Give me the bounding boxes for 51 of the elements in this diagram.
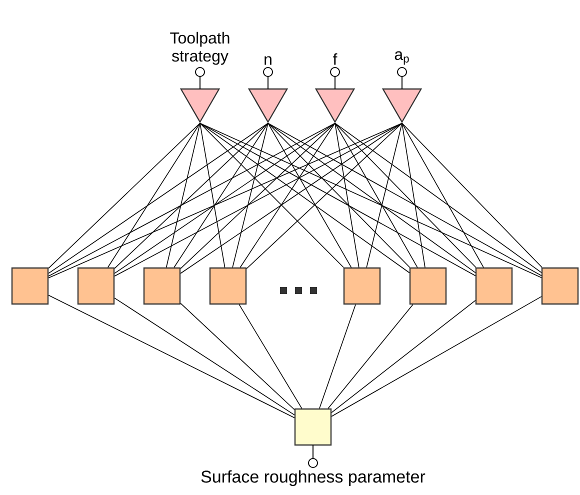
connection-line (232, 122, 268, 268)
connection-line (200, 122, 542, 278)
connection-line (174, 122, 268, 268)
connection-line (366, 122, 402, 268)
connection-line (200, 122, 476, 276)
hidden-neuron-box (143, 267, 181, 305)
connection-line (238, 304, 302, 409)
connection-line (331, 296, 542, 417)
connection-line (402, 122, 484, 268)
connection-line (107, 122, 200, 268)
connection-line (48, 122, 200, 269)
connection-line (268, 122, 352, 268)
connection-line (334, 122, 360, 268)
hidden-neuron-box (541, 267, 579, 305)
connection-line (180, 302, 295, 410)
connection-line (114, 298, 295, 416)
connection-line (268, 122, 410, 268)
hidden-neuron-box (475, 267, 513, 305)
connection-line (334, 122, 476, 268)
connection-line (402, 122, 426, 268)
connection-line (166, 122, 200, 268)
connection-line (114, 122, 336, 274)
hidden-neuron-box (209, 267, 247, 305)
connection-line (331, 300, 476, 413)
connection-line (319, 304, 356, 409)
connection-line (114, 122, 268, 269)
connection-line (328, 304, 414, 409)
connection-line (200, 122, 344, 268)
connection-line (402, 122, 542, 268)
connection-line (180, 122, 336, 269)
hidden-neuron-box (343, 267, 381, 305)
hidden-neuron-box (77, 267, 115, 305)
input-label: Toolpath strategy (170, 32, 230, 65)
input-label: n (264, 56, 272, 65)
input-label: a$_{p}$ (394, 51, 409, 65)
connection-line (200, 122, 226, 268)
connection-line (48, 122, 268, 274)
input-label: f (333, 53, 338, 65)
connection-line (48, 294, 295, 418)
connection-line (48, 122, 336, 277)
connection-line (246, 122, 402, 270)
connection-line (114, 122, 402, 277)
connection-line (268, 122, 476, 274)
connection-line (48, 122, 402, 278)
hidden-neuron-box (409, 267, 447, 305)
connection-line (268, 122, 542, 276)
connection-line (240, 122, 336, 268)
output-label: Surface roughness parameter (201, 470, 426, 486)
connection-line (334, 122, 542, 273)
connection-line (334, 122, 418, 268)
hidden-neuron-box (11, 267, 49, 305)
